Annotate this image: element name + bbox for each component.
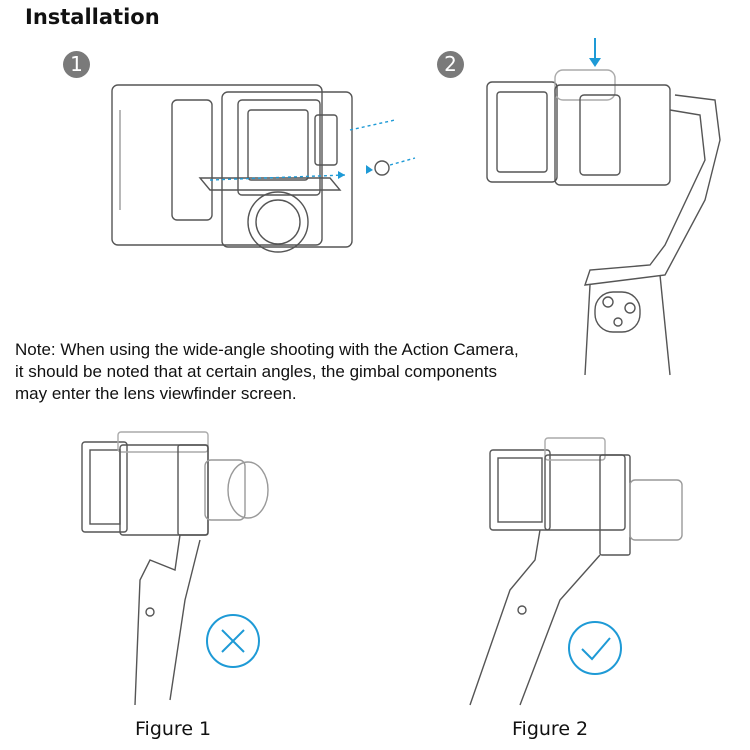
- figure-2-check-circle-icon: [568, 621, 622, 675]
- note-line-2: it should be noted that at certain angle…: [15, 362, 497, 381]
- note-line-1: Note: When using the wide-angle shooting…: [15, 340, 519, 359]
- figure-2-caption: Figure 2: [512, 718, 589, 740]
- step-1-badge: 1: [63, 51, 90, 78]
- figure-1-caption: Figure 1: [135, 718, 212, 740]
- figure-2-gimbal-illustration: [469, 437, 683, 706]
- note-line-3: may enter the lens viewfinder screen.: [15, 384, 297, 403]
- step-2-badge: 2: [437, 51, 464, 78]
- step-1-mount-illustration: [111, 84, 390, 253]
- step-1-arrows: [209, 119, 416, 181]
- step-2-gimbal-illustration: [486, 69, 721, 376]
- figure-1-cross-circle-icon: [206, 614, 260, 668]
- figure-1-gimbal-illustration: [81, 431, 269, 706]
- wide-angle-note: Note: When using the wide-angle shooting…: [15, 339, 519, 405]
- page-title: Installation: [25, 5, 160, 29]
